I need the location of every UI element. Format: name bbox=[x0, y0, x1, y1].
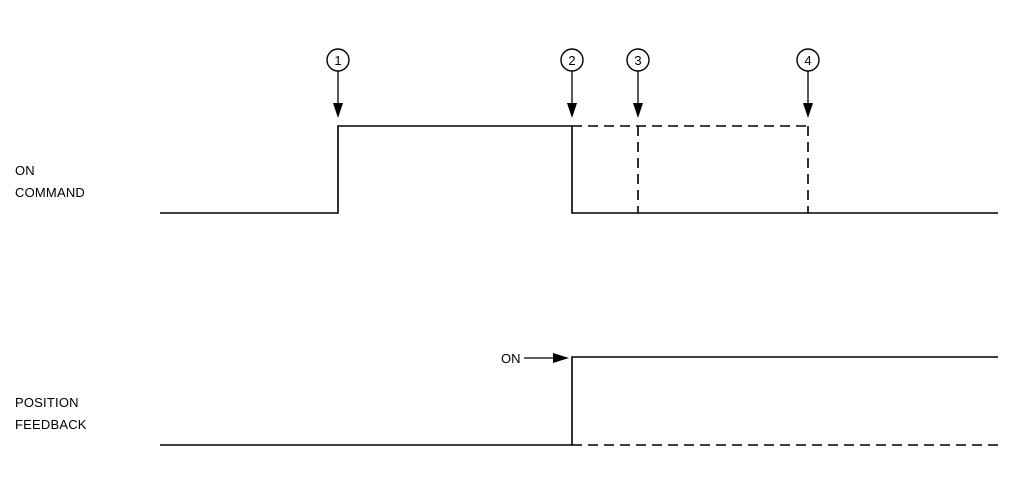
marker-2-arrow-head bbox=[567, 103, 577, 118]
marker-3: 3 bbox=[626, 48, 650, 118]
feedback-on-label: ON bbox=[501, 351, 521, 366]
position-feedback-label-line-1: POSITION bbox=[15, 395, 79, 410]
marker-4-number: 4 bbox=[804, 53, 811, 68]
on-command-label-line-2: COMMAND bbox=[15, 185, 85, 200]
marker-4-arrow-head bbox=[803, 103, 813, 118]
on-command-waveform bbox=[160, 125, 998, 214]
position-feedback-label: POSITION FEEDBACK bbox=[15, 395, 87, 432]
marker-1-arrow-head bbox=[333, 103, 343, 118]
feedback-on-arrow-head bbox=[553, 353, 569, 363]
on-command-label: ON COMMAND bbox=[15, 163, 85, 200]
position-feedback-waveform bbox=[160, 356, 998, 446]
marker-1: 1 bbox=[326, 48, 350, 118]
marker-1-number: 1 bbox=[334, 53, 341, 68]
marker-2: 2 bbox=[560, 48, 584, 118]
feedback-on-indicator: ON bbox=[501, 351, 569, 366]
marker-3-arrow-head bbox=[633, 103, 643, 118]
on-command-label-line-1: ON bbox=[15, 163, 35, 178]
marker-3-number: 3 bbox=[634, 53, 641, 68]
marker-4: 4 bbox=[796, 48, 820, 118]
marker-2-number: 2 bbox=[568, 53, 575, 68]
position-feedback-label-line-2: FEEDBACK bbox=[15, 417, 87, 432]
